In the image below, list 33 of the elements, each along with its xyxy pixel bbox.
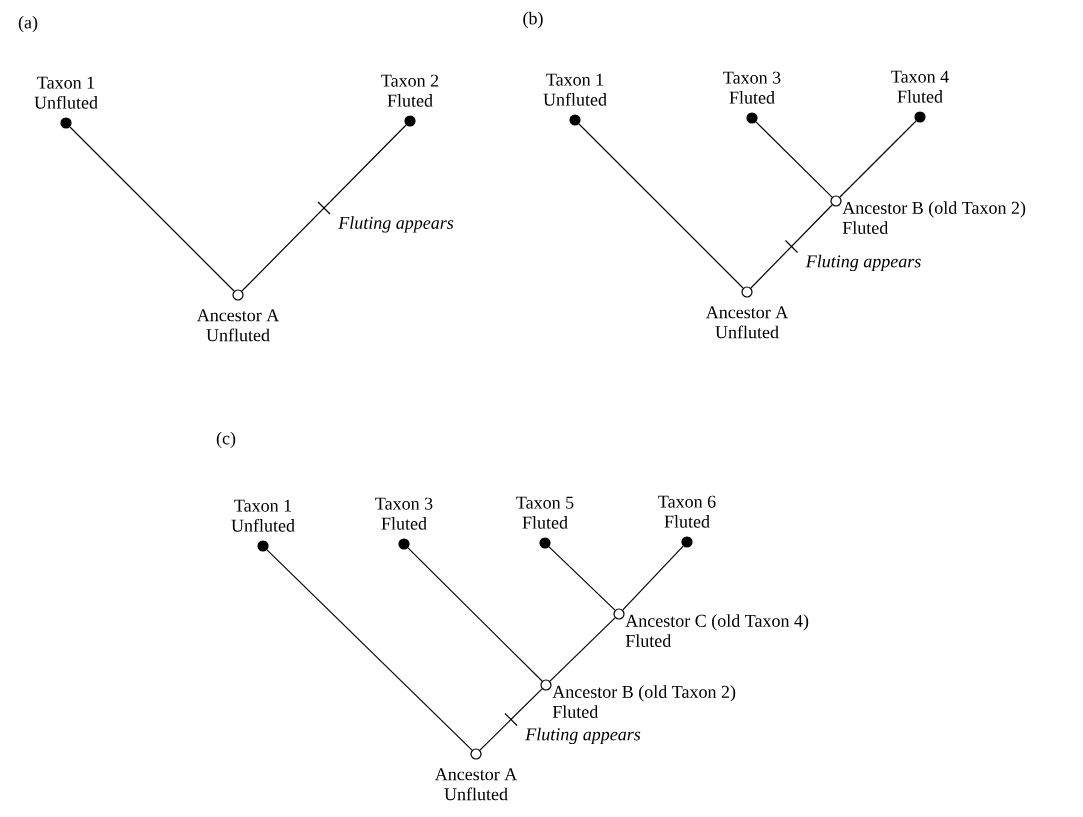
taxon-label: Ancestor C (old Taxon 4) Fluted (625, 614, 809, 647)
branch-line (549, 617, 616, 682)
branch-line (479, 688, 543, 751)
taxon-label: Taxon 2 Fluted (381, 74, 439, 107)
taxon-label: Taxon 5 Fluted (516, 496, 574, 529)
branch-line (548, 546, 616, 611)
branch-line (750, 204, 833, 289)
taxon-label: Ancestor A Unfluted (705, 306, 789, 339)
branch-line (241, 124, 407, 292)
taxon-label: Taxon 1 Unfluted (231, 499, 295, 532)
taxon-label: Taxon 1 Unfluted (543, 73, 607, 106)
edge-label: Fluting appears (338, 216, 454, 233)
branch-line (578, 123, 744, 289)
taxon-label: Ancestor B (old Taxon 2) Fluted (842, 201, 1026, 234)
panel-letter: (b) (523, 11, 543, 29)
taxon-label: Taxon 6 Fluted (658, 495, 716, 528)
taxon-label: Taxon 4 Fluted (891, 70, 949, 103)
taxon-label: Taxon 3 Fluted (375, 497, 433, 530)
taxon-label: Ancestor A Unfluted (434, 768, 518, 801)
edge-label: Fluting appears (525, 727, 641, 745)
branch-line (407, 547, 543, 682)
branch-line (839, 120, 917, 198)
edge-label: Fluting appears (805, 254, 921, 272)
panel-letter: (c) (216, 431, 236, 449)
taxon-label: Taxon 3 Fluted (723, 71, 781, 104)
panel-letter: (a) (18, 15, 38, 33)
branch-line (755, 121, 833, 198)
taxon-label: Ancestor A Unfluted (196, 309, 280, 342)
branch-line (69, 126, 235, 292)
branch-line (622, 545, 684, 611)
taxon-label: Ancestor B (old Taxon 2) Fluted (552, 685, 736, 718)
branch-line (266, 549, 473, 751)
taxon-label: Taxon 1 Unfluted (34, 76, 98, 109)
